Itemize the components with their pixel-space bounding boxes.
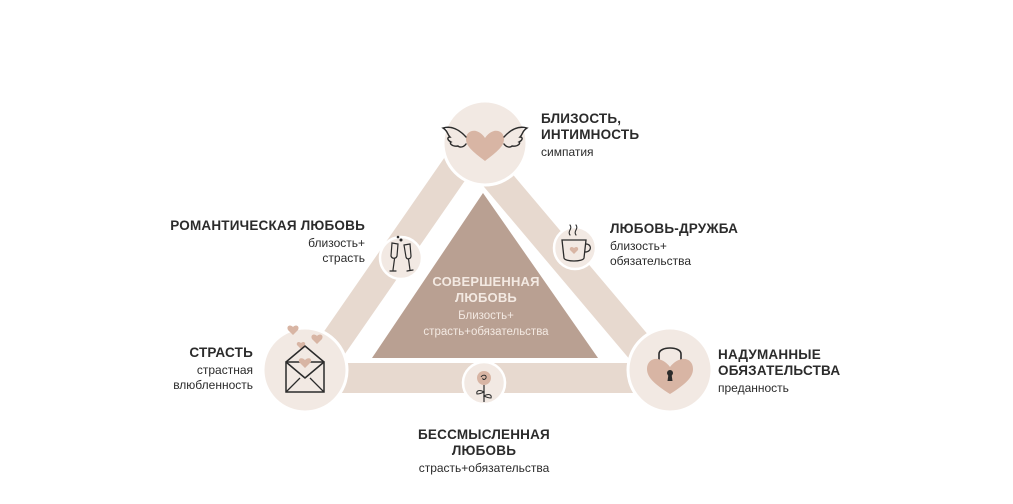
winged-heart-icon: [441, 126, 529, 161]
edge-left-label: РОМАНТИЧЕСКАЯ ЛЮБОВЬ близость+ страсть: [170, 218, 365, 266]
vertex-right-subtitle: преданность: [718, 381, 789, 395]
edge-right-label: ЛЮБОВЬ-ДРУЖБА близость+ обязательства: [610, 221, 738, 269]
edge-left-subtitle: близость+ страсть: [308, 236, 365, 265]
edge-left-node: [378, 235, 424, 281]
edge-left-title: РОМАНТИЧЕСКАЯ ЛЮБОВЬ: [170, 218, 365, 233]
vertex-top-label: БЛИЗОСТЬ, ИНТИМНОСТЬ симпатия: [541, 111, 639, 160]
vertex-left-subtitle: страстная влюбленность: [173, 363, 253, 392]
love-letter-icon: [285, 325, 325, 393]
vertex-top-title: БЛИЗОСТЬ, ИНТИМНОСТЬ: [541, 111, 640, 142]
center-subtitle: Близость+ страсть+обязательства: [423, 310, 549, 338]
edge-bottom-node: [461, 360, 507, 406]
vertex-right-label: НАДУМАННЫЕ ОБЯЗАТЕЛЬСТВА преданность: [718, 347, 840, 396]
edge-right-title: ЛЮБОВЬ-ДРУЖБА: [610, 221, 739, 236]
champagne-glasses-icon: [389, 235, 414, 272]
vertex-top-subtitle: симпатия: [541, 145, 594, 159]
inner-triangle: [372, 193, 598, 358]
edge-bottom-title: БЕССМЫСЛЕННАЯ ЛЮБОВЬ: [418, 427, 550, 458]
edge-right-node: [552, 224, 598, 271]
vertex-left-node: [261, 325, 349, 414]
rose-icon: [476, 371, 492, 402]
center-label: СОВЕРШЕННАЯ ЛЮБОВЬ Близость+ страсть+обя…: [405, 274, 567, 340]
vertex-left-label: СТРАСТЬ страстная влюбленность: [173, 345, 253, 393]
edge-bottom-subtitle: страсть+обязательства: [418, 461, 550, 475]
edge-right-subtitle: близость+ обязательства: [610, 239, 691, 268]
center-title: СОВЕРШЕННАЯ ЛЮБОВЬ: [432, 274, 540, 305]
heart-padlock-icon: [647, 347, 693, 394]
vertex-top-node: [441, 99, 529, 187]
vertex-right-node: [626, 326, 714, 414]
coffee-cup-icon: [561, 224, 592, 262]
vertex-right-title: НАДУМАННЫЕ ОБЯЗАТЕЛЬСТВА: [718, 347, 841, 378]
vertex-left-title: СТРАСТЬ: [189, 345, 253, 360]
edge-bottom-label: БЕССМЫСЛЕННАЯ ЛЮБОВЬ страсть+обязательст…: [384, 427, 584, 476]
